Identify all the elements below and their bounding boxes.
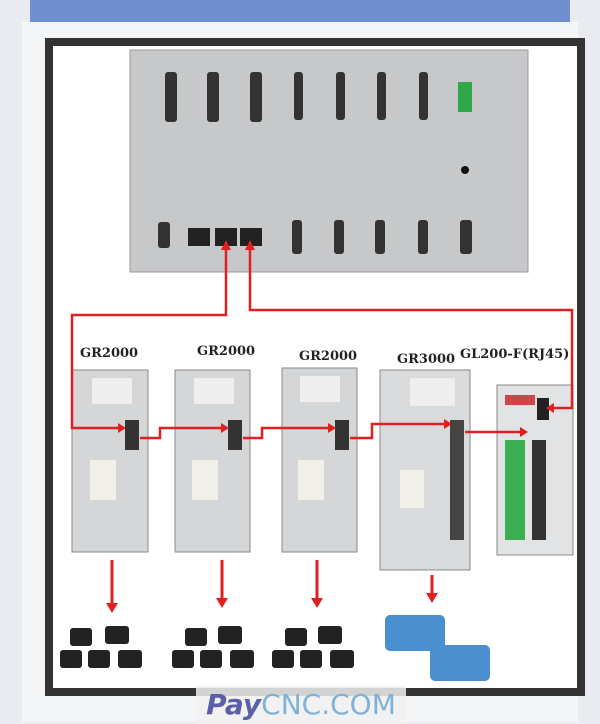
- db-connectors-top: [165, 72, 428, 122]
- db-connectors-bottom: [158, 220, 472, 254]
- drive-label-2: GR2000: [197, 344, 255, 359]
- drive-label-5: GL200-F(RJ45): [460, 347, 569, 362]
- drive-label-3: GR2000: [299, 349, 357, 364]
- top-banner: [30, 0, 570, 22]
- rj45-ports: [188, 228, 262, 246]
- arrowheads: [118, 240, 554, 437]
- ethercat-wires: [70, 246, 574, 440]
- servo-motors-1: [60, 626, 142, 668]
- controller-panel: [129, 49, 529, 273]
- drive-label-4: GR3000: [397, 352, 455, 367]
- drive-gr2000-2: [174, 369, 251, 553]
- drive-gr2000-1: [71, 369, 149, 553]
- power-terminal: [458, 82, 472, 112]
- servo-motors-3: [272, 626, 354, 668]
- drive-gr2000-3: [281, 367, 358, 553]
- drive-gr3000: [379, 369, 471, 571]
- watermark-domain: CNC.COM: [261, 688, 396, 721]
- servo-motors-2: [172, 626, 254, 668]
- spindle-motors: [385, 615, 490, 681]
- drive-gl200: [496, 384, 574, 556]
- watermark-brand: Pay: [206, 688, 262, 721]
- drive-label-1: GR2000: [80, 346, 138, 361]
- down-arrows: [110, 560, 434, 605]
- watermark: PayCNC.COM: [196, 686, 406, 724]
